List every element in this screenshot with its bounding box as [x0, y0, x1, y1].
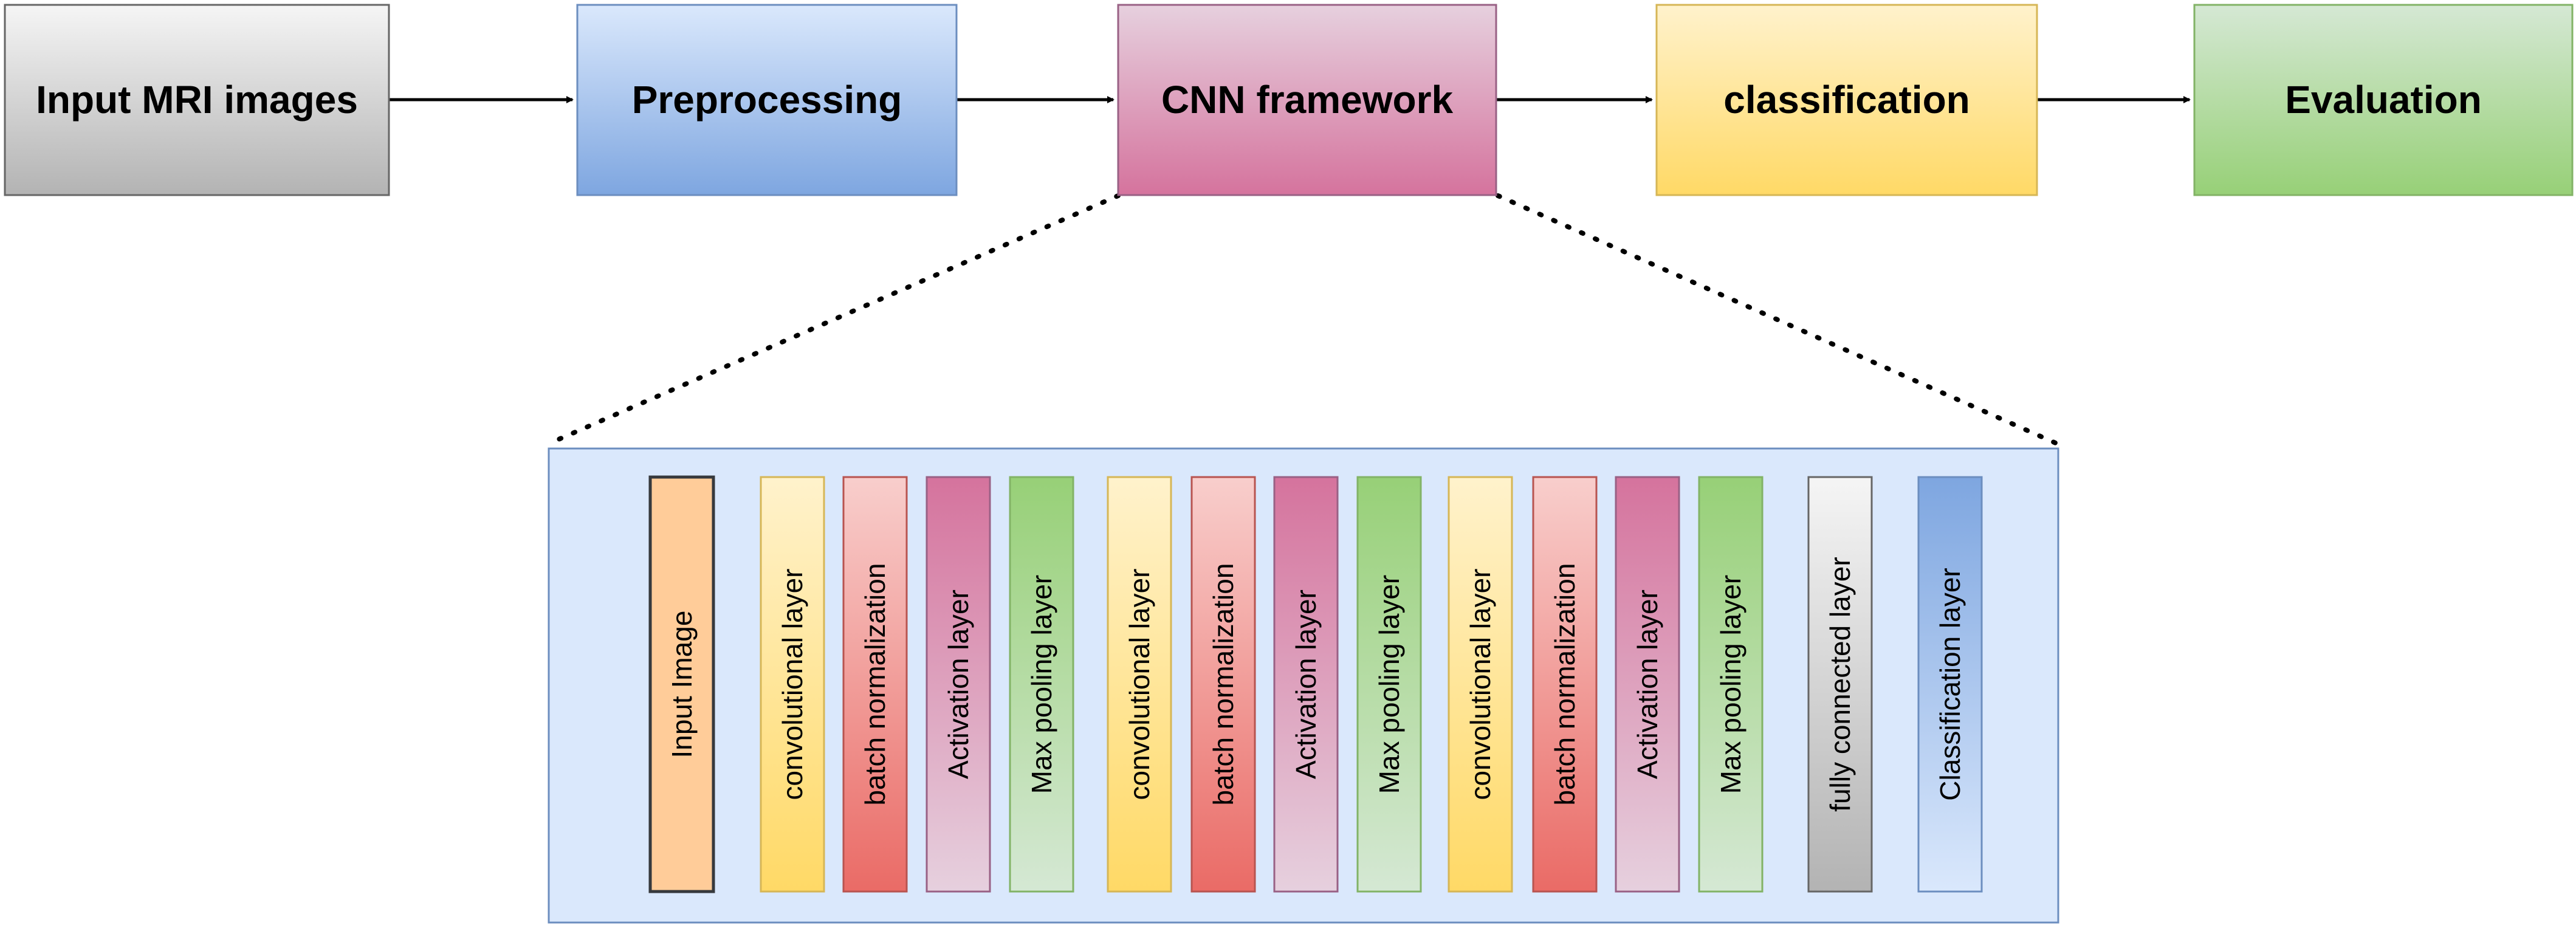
cnn-layer-box: [1615, 476, 1680, 893]
cnn-layer-box: [842, 476, 908, 893]
stage-preprocessing: Preprocessing: [576, 4, 958, 196]
cnn-layer-label: convolutional layer: [777, 568, 808, 800]
zoom-line-left: [546, 193, 1121, 446]
cnn-layer: fully connected layer: [1807, 476, 1873, 893]
cnn-layer-label: Max pooling layer: [1026, 575, 1057, 794]
cnn-layer-label: Max pooling layer: [1715, 575, 1747, 794]
stage-evaluation: Evaluation: [2193, 4, 2574, 196]
cnn-layer-box: [1273, 476, 1339, 893]
cnn-layer: convolutional layer: [1448, 476, 1513, 893]
cnn-layer-box: [1917, 476, 1983, 893]
cnn-layer: Input Image: [648, 475, 715, 893]
cnn-layer-box: [1107, 476, 1172, 893]
cnn-layer: Max pooling layer: [1356, 476, 1422, 893]
cnn-layer-label: Activation layer: [1632, 589, 1663, 779]
cnn-layers: Input Image convolutional layer batch norm…: [648, 475, 1983, 893]
cnn-layer: batch normalization: [1532, 476, 1598, 893]
cnn-layer-label: batch normalization: [1207, 563, 1239, 806]
cnn-layer: Max pooling layer: [1698, 476, 1764, 893]
cnn-layer-label: convolutional layer: [1465, 568, 1496, 800]
cnn-layer-box: [1698, 476, 1764, 893]
cnn-layer-label: convolutional layer: [1124, 568, 1155, 800]
stage-label-cnn-framework: CNN framework: [1161, 78, 1454, 122]
cnn-layer: batch normalization: [842, 476, 908, 893]
stage-input: Input MRI images: [4, 4, 390, 196]
cnn-layer: Activation layer: [1273, 476, 1339, 893]
stage-label-input: Input MRI images: [36, 78, 358, 122]
zoom-line-right: [1496, 193, 2059, 446]
cnn-layer-box: [648, 475, 715, 893]
cnn-layer: Activation layer: [1615, 476, 1680, 893]
cnn-layer-label: fully connected layer: [1824, 557, 1856, 811]
cnn-layer-box: [1009, 476, 1074, 893]
cnn-layer: batch normalization: [1190, 476, 1256, 893]
stage-label-evaluation: Evaluation: [2285, 78, 2482, 122]
cnn-layer: convolutional layer: [760, 476, 825, 893]
stage-label-preprocessing: Preprocessing: [632, 78, 902, 122]
cnn-layer: Classification layer: [1917, 476, 1983, 893]
cnn-layer-box: [1190, 476, 1256, 893]
cnn-layer-box: [1532, 476, 1598, 893]
cnn-layer-label: Activation layer: [943, 589, 974, 779]
cnn-layer-label: batch normalization: [1549, 563, 1581, 806]
cnn-layer-label: Max pooling layer: [1373, 575, 1405, 794]
stage-classification: classification: [1655, 4, 2038, 196]
cnn-layer-box: [1448, 476, 1513, 893]
cnn-layer: convolutional layer: [1107, 476, 1172, 893]
cnn-layer: Activation layer: [926, 476, 991, 893]
stage-label-classification: classification: [1723, 78, 1970, 122]
cnn-layer-box: [760, 476, 825, 893]
cnn-layer-label: Activation layer: [1290, 589, 1322, 779]
cnn-layer-label: batch normalization: [859, 563, 891, 806]
cnn-layer-box: [926, 476, 991, 893]
cnn-layer-label: Classification layer: [1934, 568, 1966, 800]
cnn-layer-label: Input Image: [666, 611, 698, 758]
cnn-layer-box: [1807, 476, 1873, 893]
cnn-layer-box: [1356, 476, 1422, 893]
stage-cnn-framework: CNN framework: [1117, 4, 1497, 196]
cnn-layer: Max pooling layer: [1009, 476, 1074, 893]
